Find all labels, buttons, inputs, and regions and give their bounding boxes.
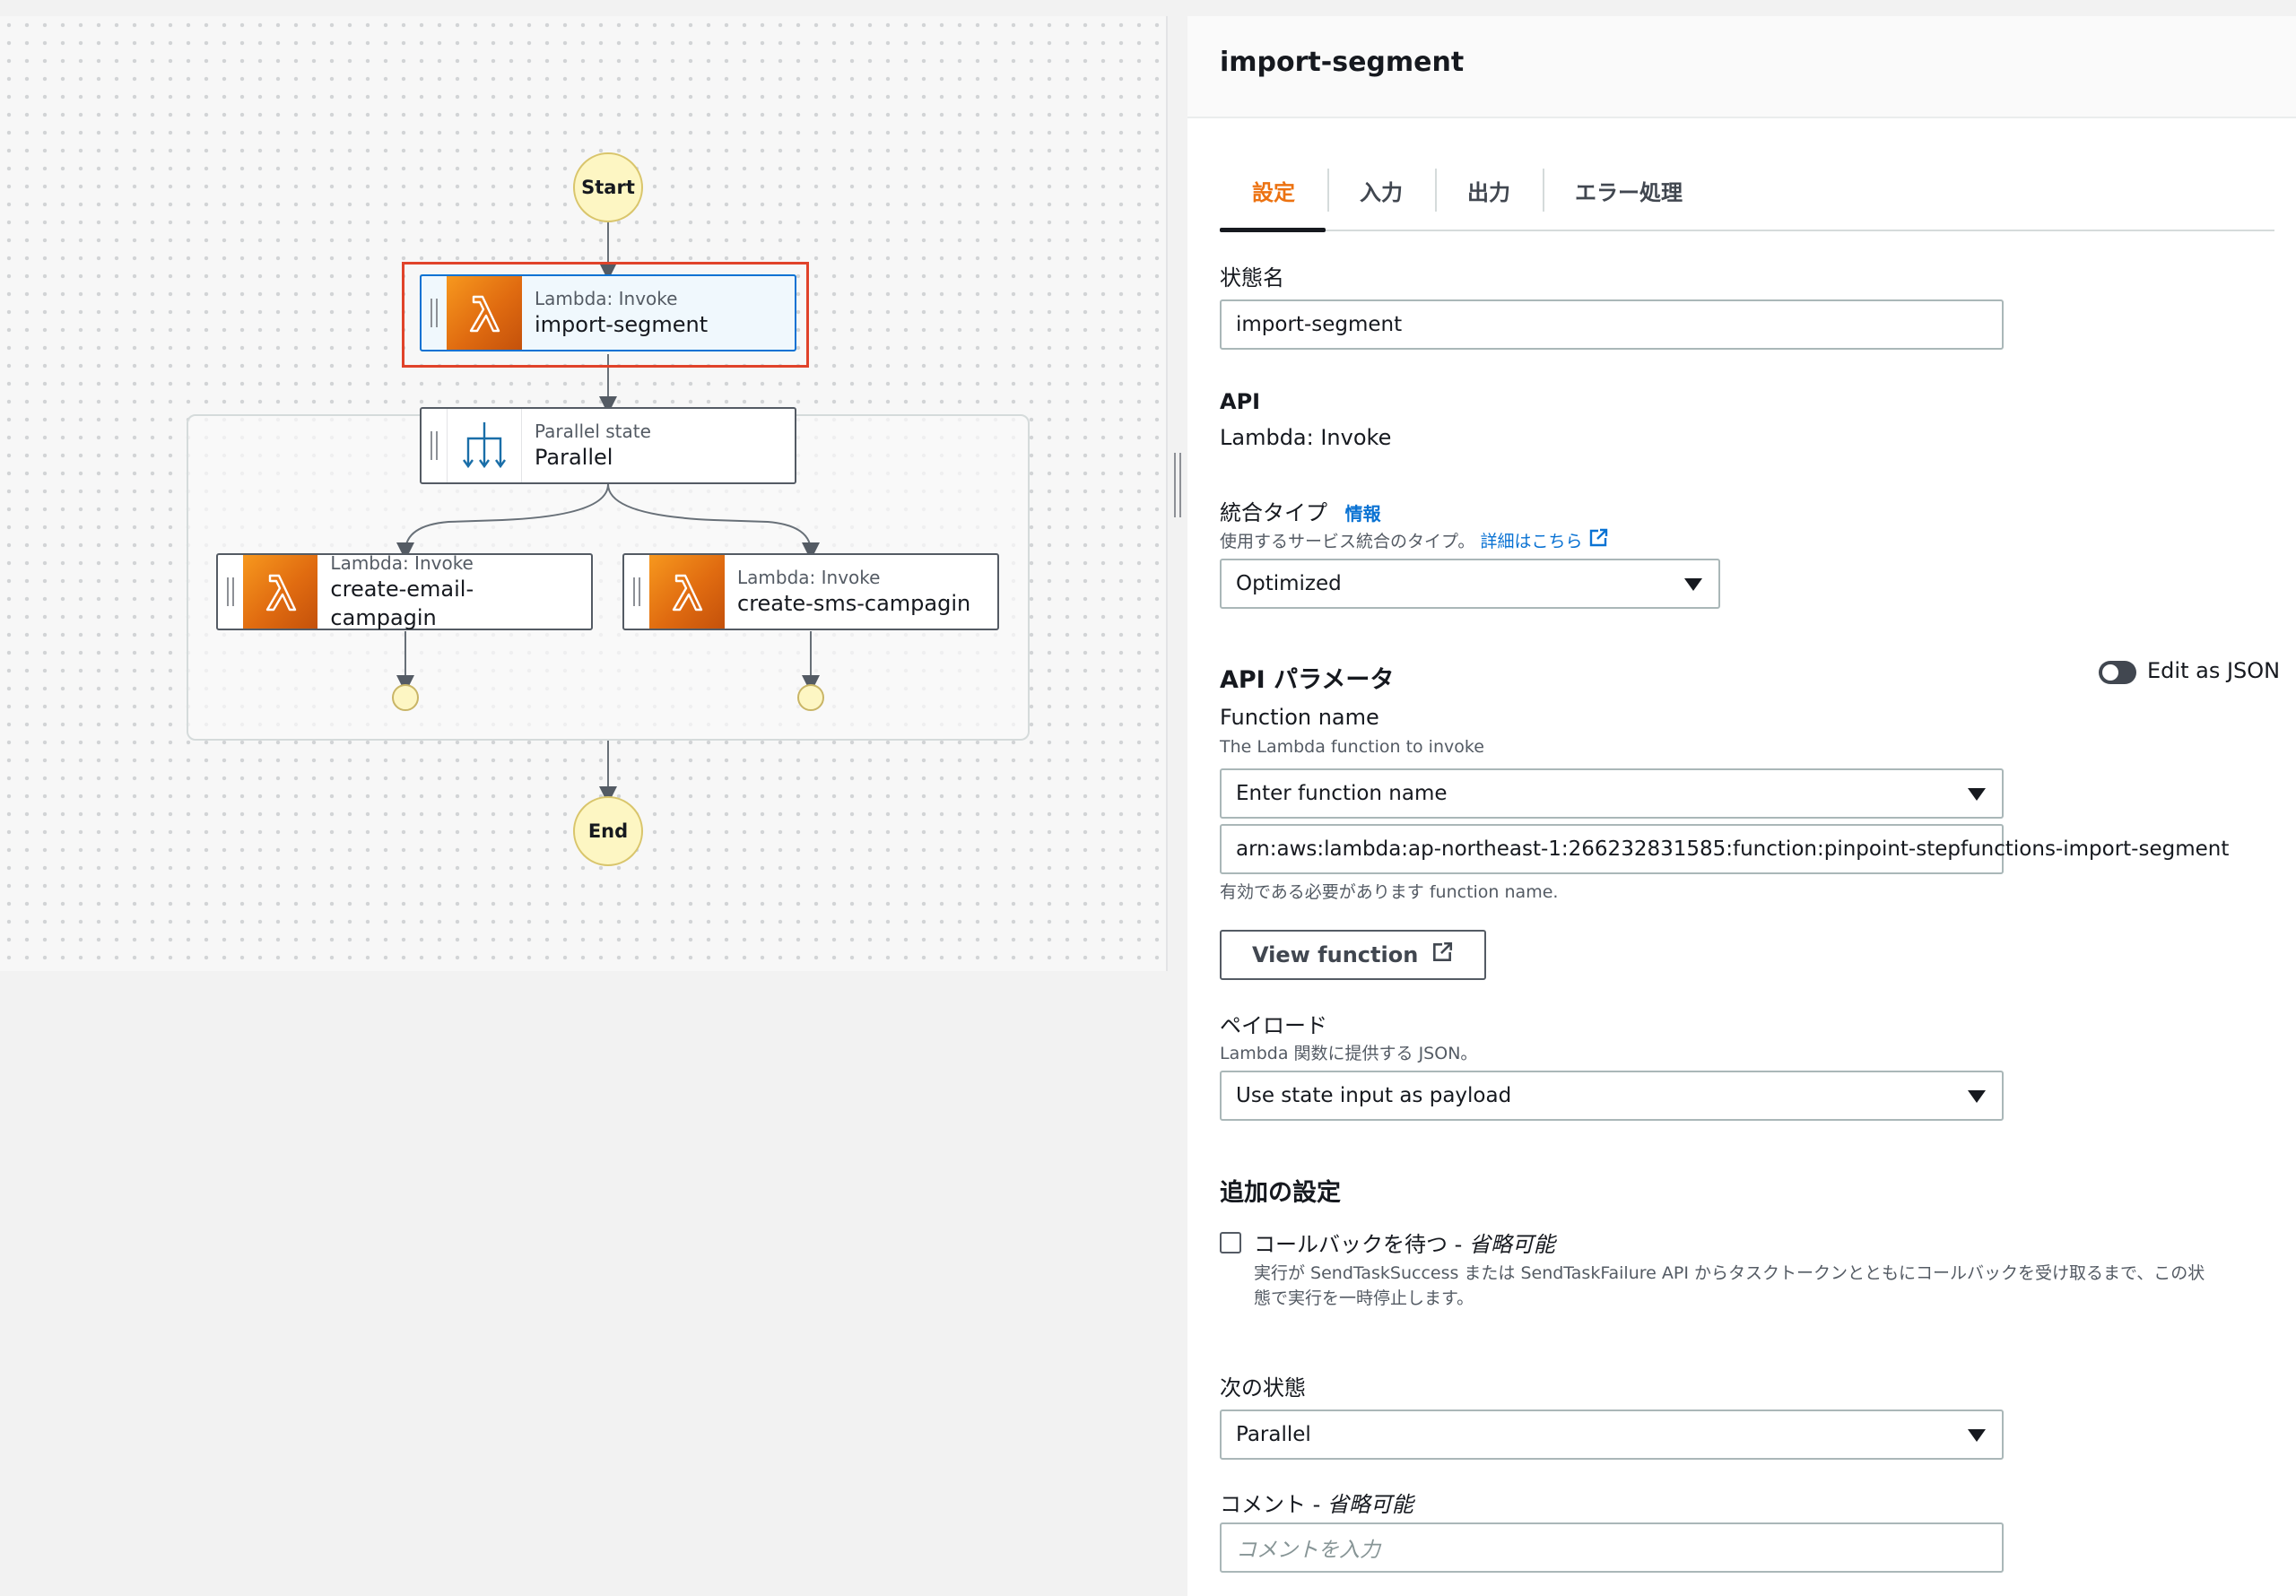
start-label: Start — [581, 177, 635, 198]
node-name-label: Parallel — [535, 445, 613, 470]
node-type-label: Lambda: Invoke — [535, 288, 678, 309]
tab-settings[interactable]: 設定 — [1252, 179, 1295, 205]
function-arn-input[interactable]: arn:aws:lambda:ap-northeast-1:2662328315… — [1220, 824, 2229, 874]
comment-label-row: コメント - 省略可能 — [1220, 1487, 1413, 1518]
resize-grip-icon[interactable] — [1174, 453, 1181, 517]
comment-label: コメント - — [1220, 1492, 1327, 1517]
next-state-label: 次の状態 — [1220, 1375, 1306, 1401]
state-node-parallel[interactable]: Parallel state Parallel — [420, 407, 796, 484]
api-value: Lambda: Invoke — [1220, 425, 1392, 450]
parallel-icon — [447, 409, 522, 482]
active-tab-indicator — [1220, 228, 1326, 232]
end-node[interactable]: End — [573, 796, 643, 866]
view-function-button[interactable]: View function — [1220, 930, 1487, 980]
lambda-icon — [649, 555, 725, 629]
integration-type-value: Optimized — [1236, 572, 1342, 595]
state-config-panel: import-segment 設定 入力 出力 エラー処理 状態名 import… — [1187, 16, 2296, 1596]
function-name-description: The Lambda function to invoke — [1220, 737, 1484, 757]
node-name-label: import-segment — [535, 312, 709, 337]
start-node[interactable]: Start — [573, 152, 643, 222]
api-label: API — [1220, 389, 1261, 414]
integration-type-description: 使用するサービス統合のタイプ。 — [1220, 532, 1475, 551]
external-link-icon[interactable] — [1587, 527, 1609, 553]
tab-input[interactable]: 入力 — [1327, 163, 1435, 217]
edit-as-json-label: Edit as JSON — [2147, 658, 2281, 683]
optional-label: 省略可能 — [1326, 1492, 1413, 1517]
tab-error-handling[interactable]: エラー処理 — [1543, 163, 1715, 217]
optional-label: 省略可能 — [1468, 1232, 1555, 1257]
connector-parallel-sms — [607, 483, 820, 560]
next-state-select[interactable]: Parallel — [1220, 1410, 2004, 1460]
state-name-label: 状態名 — [1220, 265, 1284, 291]
state-node-create-email-campagin[interactable]: Lambda: Invoke create-email-campagin — [216, 552, 593, 630]
edit-as-json-toggle[interactable] — [2099, 661, 2136, 684]
integration-type-row: 統合タイプ 情報 — [1220, 495, 1381, 526]
function-name-select[interactable]: Enter function name — [1220, 768, 2004, 819]
callback-description-line-2: 態で実行を一時停止します。 — [1254, 1288, 1474, 1308]
end-label: End — [587, 820, 629, 842]
additional-settings-heading: 追加の設定 — [1220, 1179, 1341, 1207]
connector-parallel-email — [396, 483, 609, 560]
chevron-down-icon — [1968, 1090, 1986, 1103]
node-type-label: Lambda: Invoke — [330, 552, 474, 574]
next-state-select-value: Parallel — [1236, 1423, 1311, 1446]
branch-end-dot-sms — [797, 684, 824, 711]
payload-label: ペイロード — [1220, 1013, 1327, 1038]
chevron-down-icon — [1968, 1429, 1986, 1442]
drag-handle-icon[interactable] — [422, 276, 447, 350]
config-tabs: 設定 入力 出力 エラー処理 — [1220, 151, 2274, 231]
state-node-create-sms-campagin[interactable]: Lambda: Invoke create-sms-campagin — [622, 553, 999, 630]
wait-for-callback-checkbox[interactable] — [1220, 1232, 1241, 1253]
function-name-select-value: Enter function name — [1236, 782, 1448, 805]
chevron-down-icon — [1968, 788, 1986, 801]
integration-type-desc-row: 使用するサービス統合のタイプ。 詳細はこちら — [1220, 527, 1609, 553]
panel-header: import-segment — [1187, 16, 2296, 118]
drag-handle-icon[interactable] — [218, 555, 243, 629]
function-name-validation: 有効である必要があります function name. — [1220, 882, 1559, 902]
integration-type-select[interactable]: Optimized — [1220, 559, 1720, 609]
tab-output[interactable]: 出力 — [1435, 163, 1543, 217]
selection-highlight — [402, 262, 809, 368]
node-type-label: Parallel state — [535, 421, 651, 442]
lambda-icon — [447, 276, 522, 350]
node-name-label: create-sms-campagin — [737, 591, 971, 616]
lambda-icon — [242, 555, 318, 629]
panel-title: import-segment — [1220, 47, 1465, 78]
canvas-empty-area — [0, 971, 1187, 1596]
node-name-label: create-email-campagin — [330, 577, 474, 630]
workflow-connectors — [396, 222, 820, 804]
drag-handle-icon[interactable] — [624, 555, 649, 629]
info-link[interactable]: 情報 — [1344, 503, 1381, 525]
state-name-input[interactable]: import-segment — [1220, 299, 2004, 350]
payload-select[interactable]: Use state input as payload — [1220, 1071, 2004, 1121]
view-function-label: View function — [1252, 942, 1419, 967]
wait-for-callback-label-row: コールバックを待つ - 省略可能 — [1254, 1227, 1555, 1258]
learn-more-link[interactable]: 詳細はこちら — [1480, 532, 1583, 551]
payload-select-value: Use state input as payload — [1236, 1084, 1512, 1107]
api-params-heading: API パラメータ — [1220, 666, 1395, 694]
wait-for-callback-label: コールバックを待つ - — [1254, 1232, 1469, 1257]
external-link-icon — [1431, 941, 1454, 969]
chevron-down-icon — [1684, 578, 1702, 591]
state-node-import-segment[interactable]: Lambda: Invoke import-segment — [420, 274, 796, 351]
panel-divider[interactable] — [1166, 16, 1187, 971]
function-name-label: Function name — [1220, 705, 1379, 730]
drag-handle-icon[interactable] — [422, 409, 447, 482]
callback-description-line-1: 実行が SendTaskSuccess または SendTaskFailure … — [1254, 1263, 2205, 1283]
comment-input[interactable]: コメントを入力 — [1220, 1522, 2004, 1573]
node-type-label: Lambda: Invoke — [737, 567, 881, 588]
wait-for-callback-description: 実行が SendTaskSuccess または SendTaskFailure … — [1254, 1261, 2205, 1311]
integration-type-label: 統合タイプ — [1220, 500, 1327, 525]
branch-end-dot-email — [392, 684, 419, 711]
payload-description: Lambda 関数に提供する JSON。 — [1220, 1044, 1478, 1063]
